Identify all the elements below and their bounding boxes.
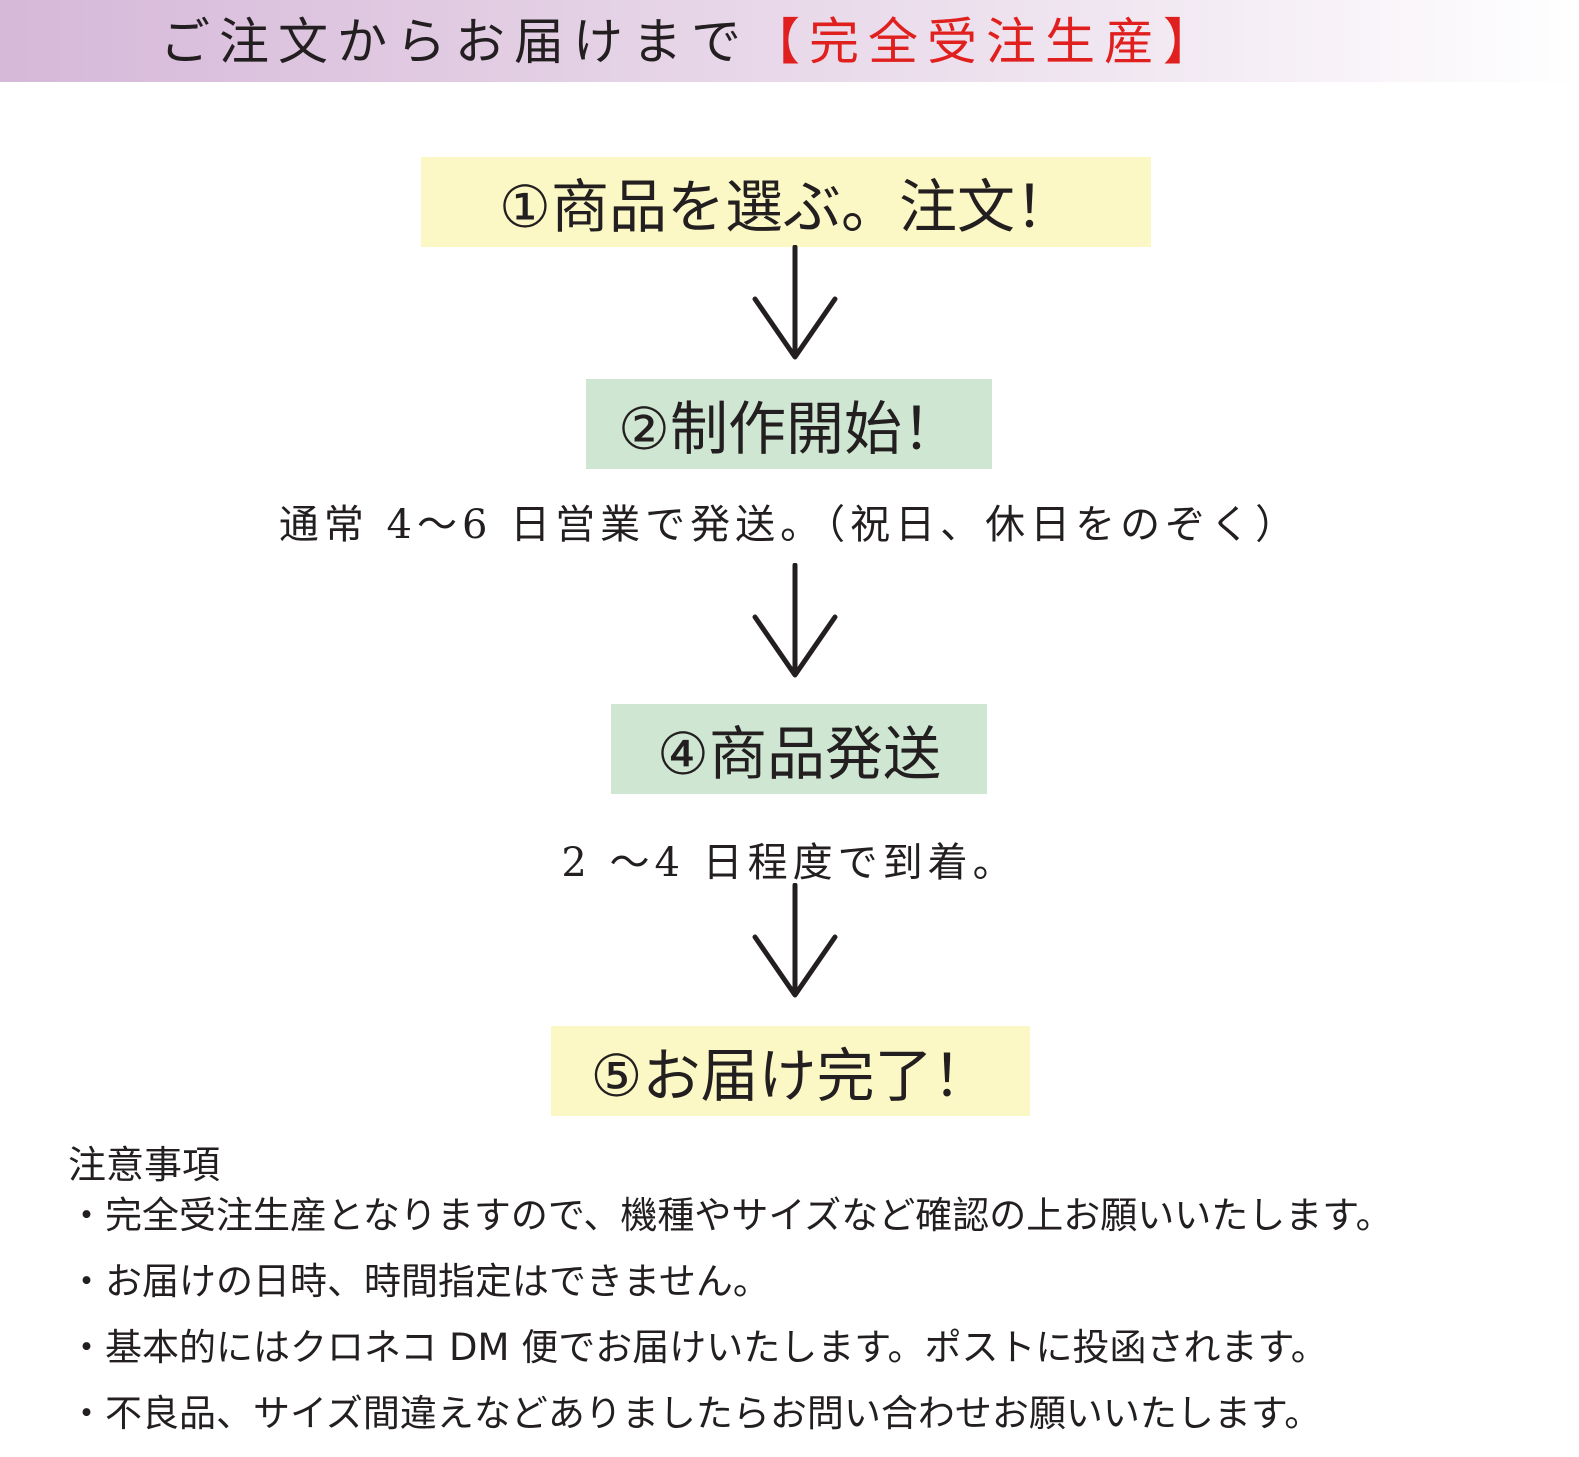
note-item: ・お届けの日時、時間指定はできません。 [68,1260,770,1303]
down-arrow-icon [752,563,838,678]
step-shipping: ④商品発送 [611,704,987,794]
step-production-start: ②制作開始！ [586,379,992,469]
title-text: ご注文からお届けまで [160,13,750,71]
notes-heading: 注意事項 [68,1143,221,1187]
page-title: ご注文からお届けまで【完全受注生産】 [160,10,1222,74]
step-delivery-complete: ⑤お届け完了！ [551,1026,1030,1116]
header-band [0,0,1579,82]
step-production-note: 通常 4〜6 日営業で発送。（祝日、休日をのぞく） [278,502,1301,548]
down-arrow-icon [752,245,838,360]
note-item: ・不良品、サイズ間違えなどありましたらお問い合わせお願いいたします。 [68,1392,1322,1435]
step-select-order: ①商品を選ぶ。注文！ [421,157,1151,247]
step-shipping-note: 2 〜4 日程度で到着。 [561,840,1018,886]
down-arrow-icon [752,883,838,998]
note-item: ・基本的にはクロネコ DM 便でお届けいたします。ポストに投函されます。 [68,1326,1328,1369]
notes-list: ・完全受注生産となりますので、機種やサイズなど確認の上お願いいたします。 ・お届… [68,1190,1393,1454]
note-item: ・完全受注生産となりますので、機種やサイズなど確認の上お願いいたします。 [68,1194,1393,1237]
title-highlight: 【完全受注生産】 [750,13,1222,71]
